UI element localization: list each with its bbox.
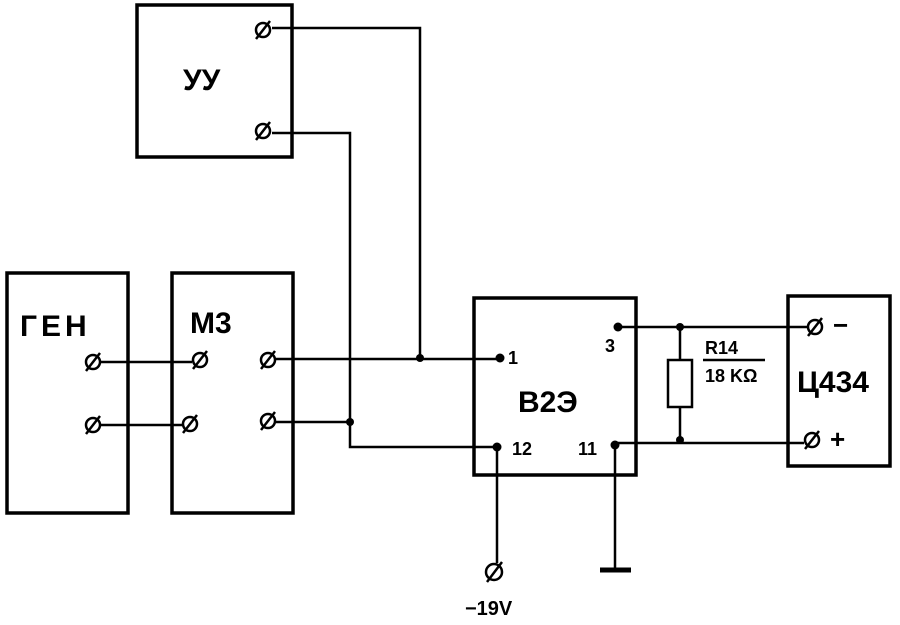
generator-label: ГЕН: [20, 310, 91, 343]
terminal-icon: [84, 352, 102, 372]
m3-block: [170, 271, 295, 515]
terminal-icon: [84, 415, 102, 435]
v2e-block: [472, 296, 638, 477]
pin-11-label: 11: [578, 439, 597, 459]
resistor-icon: [666, 358, 694, 409]
wire: [272, 131, 497, 449]
terminal-icon: [259, 350, 277, 370]
generator-block: [5, 271, 130, 515]
supply-terminal-icon: [484, 561, 504, 583]
terminal-icon: [254, 20, 272, 40]
meter-label: Ц434: [797, 366, 869, 399]
amplifier-label: УУ: [183, 64, 221, 97]
pin-12-label: 12: [512, 439, 532, 459]
resistor-name: R14: [705, 338, 738, 358]
meter-minus-label: −: [833, 310, 848, 340]
m3-label: М3: [190, 307, 232, 340]
resistor-value: 18 KΩ: [705, 366, 757, 386]
meter-plus-label: +: [830, 424, 845, 454]
terminal-icon: [254, 121, 272, 141]
meter-block: [786, 294, 892, 468]
v2e-label: В2Э: [518, 386, 578, 419]
pin-1-label: 1: [508, 348, 518, 368]
terminal-icon: [803, 430, 821, 450]
amplifier-block: [135, 3, 294, 159]
terminal-icon: [191, 350, 209, 370]
terminal-icon: [806, 317, 824, 337]
wire: [272, 26, 422, 358]
terminal-icon: [259, 411, 277, 431]
supply-voltage-label: −19V: [465, 598, 513, 620]
terminal-icon: [181, 414, 199, 434]
pin-3-label: 3: [605, 336, 615, 356]
